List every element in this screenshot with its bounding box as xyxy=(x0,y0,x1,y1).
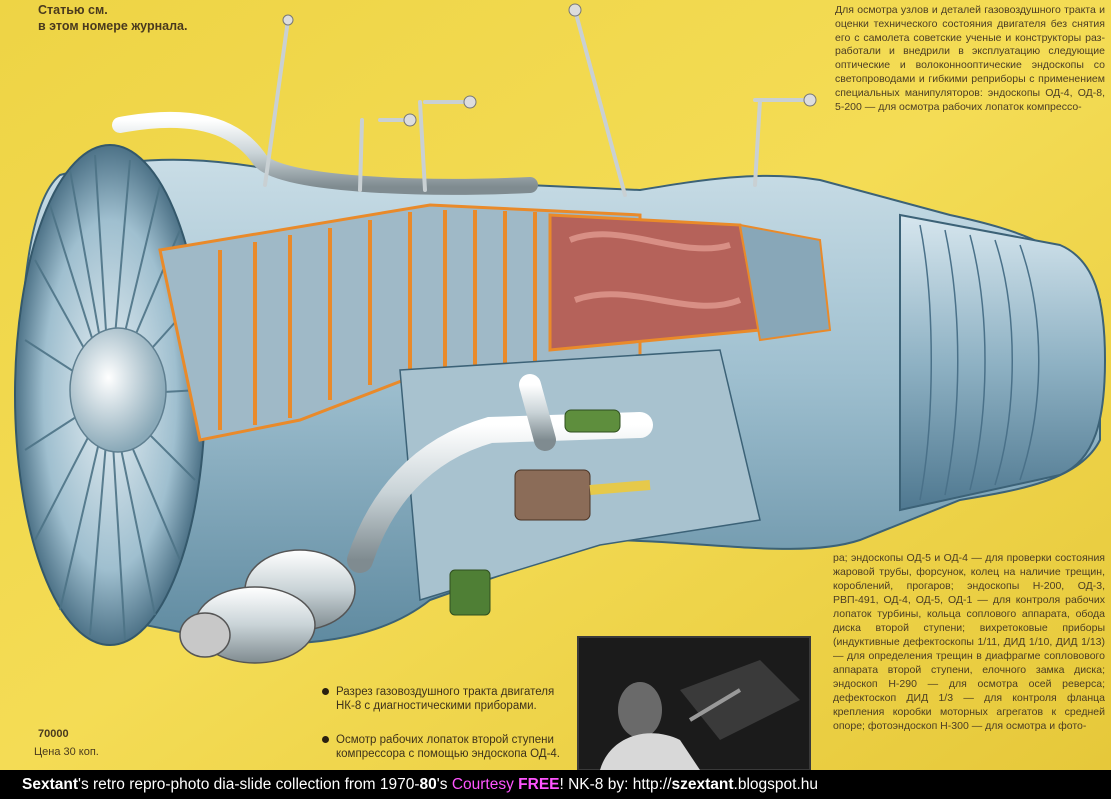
corner-note-line-1: Статью см. xyxy=(38,3,108,17)
nozzle-ribs xyxy=(919,224,1040,501)
corner-note-line-2: в этом номере журнала. xyxy=(38,19,188,33)
print-run: 70000 xyxy=(38,728,69,740)
poster-photo: Статью см. в этом номере журнала. Для ос… xyxy=(0,0,1111,770)
footer-bar: Sextant 's retro repro-photo dia-slide c… xyxy=(0,770,1111,799)
yellow-pipe xyxy=(589,480,651,495)
bullet-icon xyxy=(322,688,329,695)
footer-decade: 80 xyxy=(419,775,437,793)
compressor-stages xyxy=(218,210,537,430)
caption-2: Осмотр рабочих лопаток второй ступени ко… xyxy=(322,733,566,761)
caption-1: Разрез газовоздушного тракта двигателя Н… xyxy=(322,685,566,713)
price: Цена 30 коп. xyxy=(34,746,99,758)
gearbox-unit xyxy=(514,469,591,521)
footer-courtesy: Courtesy xyxy=(451,775,519,793)
air-duct-pipe xyxy=(347,412,653,573)
green-unit-1 xyxy=(564,409,621,433)
right-column-top-text: Для осмотра узлов и деталей газовоз­душн… xyxy=(835,4,1105,113)
caption-1-text: Разрез газовоздушного тракта двигателя Н… xyxy=(336,686,555,712)
footer-text-3: ! NK-8 by: xyxy=(559,775,633,793)
footer-url-prefix: http:// xyxy=(632,775,672,793)
footer-url-link[interactable]: http://szextant.blogspot.hu xyxy=(633,776,818,794)
top-pipe xyxy=(112,111,538,195)
green-unit-2 xyxy=(449,569,491,616)
footer-url-bold: szextant xyxy=(671,775,734,793)
corner-note: Статью см. в этом номере журнала. xyxy=(38,2,187,34)
bullet-icon xyxy=(322,736,329,743)
spinner xyxy=(69,327,167,453)
engine-illustration xyxy=(0,0,1111,770)
footer-url-suffix: .blogspot.hu xyxy=(733,775,818,793)
starter-units xyxy=(179,549,356,664)
diagnostic-probes xyxy=(263,8,812,197)
right-column-bottom-text: ра; эндоскопы ОД-5 и ОД-4 — для провер­к… xyxy=(833,552,1105,732)
footer-text-2: 's xyxy=(436,775,452,793)
exhaust-nozzle xyxy=(899,213,1107,512)
inset-photo xyxy=(577,636,811,770)
footer-free: FREE xyxy=(518,775,560,793)
caption-2-text: Осмотр рабочих лопаток второй ступени ко… xyxy=(336,734,560,760)
footer-brand: Sextant xyxy=(22,775,78,793)
footer-text-1: 's retro repro-photo dia-slide collectio… xyxy=(78,775,420,793)
turbine xyxy=(738,223,832,342)
